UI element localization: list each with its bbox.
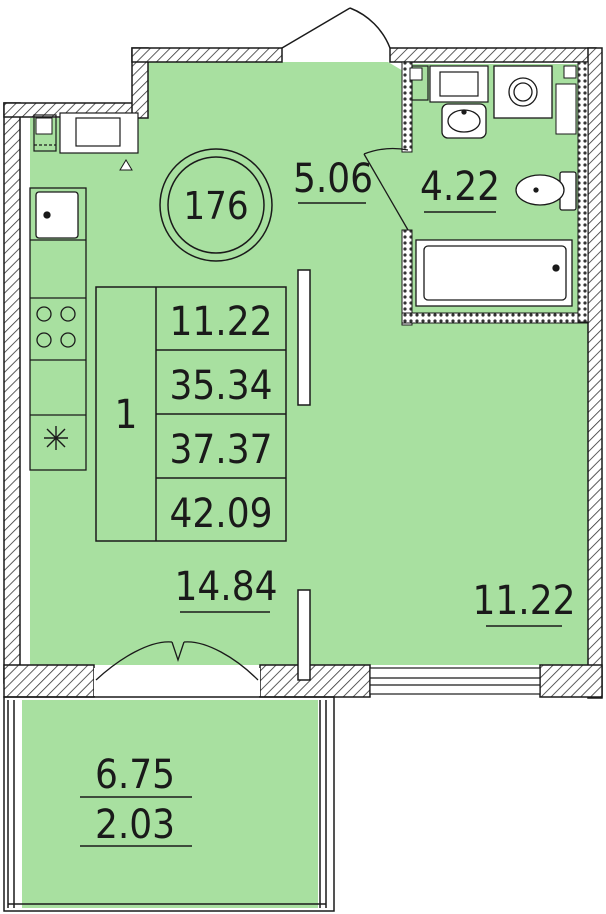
entrance-door: [281, 7, 391, 49]
ventilation-icon: [44, 426, 68, 450]
bathroom-area: 4.22: [420, 164, 500, 210]
stove-icon: [36, 306, 76, 348]
washing-machine-icon: [493, 65, 553, 119]
bath-window: [411, 65, 489, 103]
hall-area: 5.06: [293, 156, 373, 202]
area-living: 11.22: [170, 299, 273, 345]
room-labels: 5.06 4.22 14.84 11.22 6.75 2.03: [80, 156, 576, 848]
kitchen-sink-icon: [35, 191, 79, 239]
loggia-floor: [22, 700, 318, 908]
shaft: [555, 83, 577, 135]
kitchen-cabinet: [29, 187, 87, 471]
balcony-door: [94, 641, 260, 696]
partitions: [297, 269, 311, 681]
bathtub-icon: [415, 239, 573, 307]
area-full: 42.09: [170, 491, 273, 537]
room-area: 11.22: [473, 578, 576, 624]
warning-triangle-icon: [119, 159, 133, 171]
apartment-number: 176: [183, 184, 248, 228]
loggia-area: 6.75: [95, 752, 175, 798]
summary-table: 1 11.22 35.34 37.37 42.09: [95, 286, 287, 542]
area-total: 35.34: [170, 363, 273, 409]
radiator-icon: [409, 67, 423, 81]
radiator-icon: [35, 117, 53, 135]
bathroom-door: [363, 147, 409, 231]
kitchen-living-area: 14.84: [175, 564, 278, 610]
walls: [3, 47, 603, 699]
loggia-reduced-area: 2.03: [95, 802, 175, 848]
apartment-number-badge: 176: [159, 148, 273, 262]
rooms-count: 1: [115, 392, 138, 438]
main-floor: [30, 62, 592, 665]
radiator-icon: [563, 65, 577, 79]
area-total-with-loggia: 37.37: [170, 427, 273, 473]
bathroom-partition: [401, 61, 589, 326]
washbasin-icon: [441, 103, 487, 139]
toilet-icon: [515, 171, 577, 211]
loggia-frame: [3, 696, 335, 912]
window-left: [33, 112, 139, 154]
window-bottom: [369, 667, 541, 695]
